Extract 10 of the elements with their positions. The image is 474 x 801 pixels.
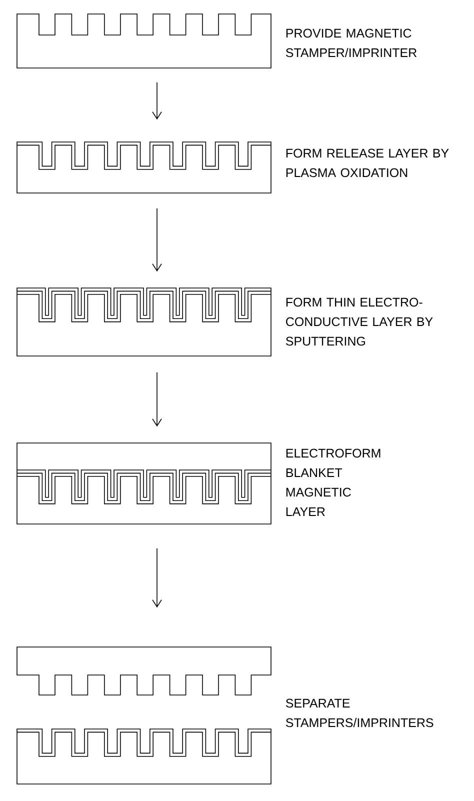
stamper-drawing <box>16 728 272 784</box>
step-label: FORM RELEASE LAYER BY PLASMA OXIDATION <box>286 148 449 178</box>
step-label: SEPARATE STAMPERS/IMPRINTERS <box>286 698 434 728</box>
step-label: ELECTROFORM BLANKET MAGNETIC LAYER <box>286 448 380 516</box>
arrow <box>152 548 162 608</box>
arrow <box>152 208 162 272</box>
step-label: FORM THIN ELECTRO-CONDUCTIVE LAYER BY SPUTTERING <box>286 298 433 346</box>
step-label: PROVIDE MAGNETIC STAMPER/IMPRINTER <box>286 28 417 58</box>
arrow <box>152 372 162 427</box>
arrow <box>152 82 162 120</box>
